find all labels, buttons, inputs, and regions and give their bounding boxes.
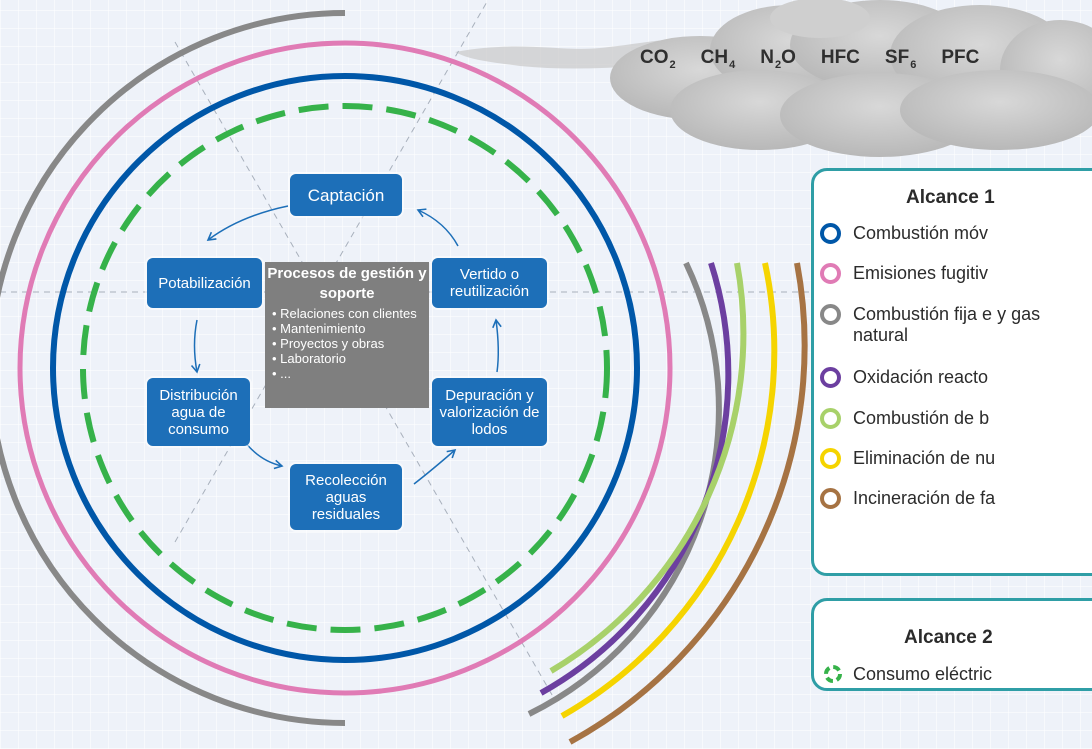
legend-item: Consumo eléctric	[822, 663, 992, 685]
ring-green-dashed	[80, 103, 610, 633]
gas-ch4: CH4	[700, 47, 736, 71]
scope2-title: Alcance 2	[904, 627, 993, 648]
scope2-legend: Alcance 2 Consumo eléctric	[811, 598, 1092, 691]
process-depuracion: Depuración y valorización de lodos	[432, 378, 547, 446]
scope1-legend: Alcance 1 Combustión móv Emisiones fugit…	[811, 168, 1092, 576]
legend-item: Oxidación reacto	[820, 367, 988, 388]
gas-co2: CO2	[640, 47, 676, 71]
support-item: ...	[272, 366, 425, 381]
ring-blue	[50, 73, 640, 663]
gas-sf6: SF6	[884, 47, 917, 71]
legend-item: Emisiones fugitiv	[820, 263, 988, 284]
emission-cloud	[455, 0, 1092, 157]
process-distribucion: Distribución agua de consumo	[147, 378, 250, 446]
ring-gray	[0, 10, 346, 726]
dashed-ring-icon	[824, 665, 842, 683]
support-title: Procesos de gestión y soporte	[267, 265, 427, 302]
ring-pink	[17, 40, 673, 696]
ring-marker-icon	[820, 408, 841, 429]
process-potabilizacion: Potabilización	[147, 258, 262, 308]
support-item: Laboratorio	[272, 351, 425, 366]
scope1-title: Alcance 1	[906, 187, 995, 208]
gas-pfc: PFC	[941, 47, 980, 68]
process-vertido: Vertido o reutilización	[432, 258, 547, 308]
support-item: Proyectos y obras	[272, 336, 425, 351]
legend-item: Combustión móv	[820, 223, 988, 244]
legend-item: Incineración de fa	[820, 488, 995, 509]
gas-hfc: HFC	[820, 47, 860, 68]
legend-item: Eliminación de nu	[820, 448, 995, 469]
ring-marker-icon	[820, 367, 841, 388]
gas-list: CO2 CH4 N2O HFC SF6 PFC	[640, 47, 1004, 71]
ring-marker-icon	[820, 304, 841, 325]
support-item: Relaciones con clientes	[272, 306, 425, 321]
process-recoleccion: Recolección aguas residuales	[290, 464, 402, 530]
legend-item: Combustión de b	[820, 408, 989, 429]
ring-marker-icon	[820, 448, 841, 469]
gas-n2o: N2O	[760, 47, 796, 71]
support-item: Mantenimiento	[272, 321, 425, 336]
process-captacion: Captación	[290, 174, 402, 216]
ring-marker-icon	[820, 488, 841, 509]
support-list: Relaciones con clientes Mantenimiento Pr…	[265, 306, 429, 381]
support-processes-box: Procesos de gestión y soporte Relaciones…	[265, 262, 429, 408]
scope-arcs	[527, 261, 808, 745]
ring-marker-icon	[820, 263, 841, 284]
ring-marker-icon	[820, 223, 841, 244]
legend-item: Combustión fija e y gas natural	[820, 304, 1053, 346]
